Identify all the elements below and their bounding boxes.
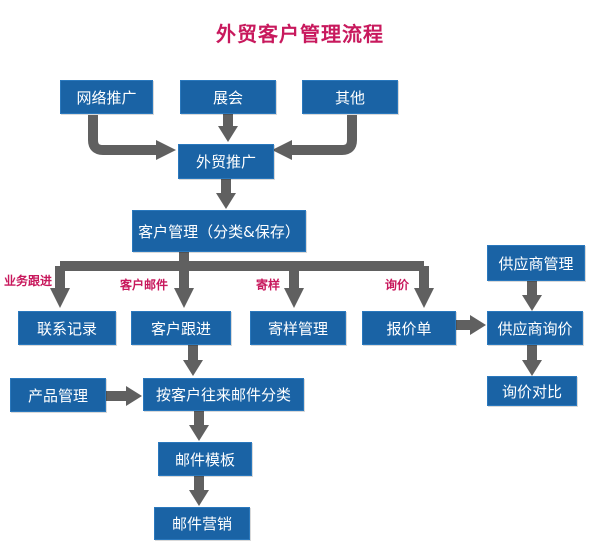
edge-label-sample: 寄样	[256, 278, 281, 292]
arrowhead	[174, 288, 194, 308]
node-product-mgmt: 产品管理	[10, 378, 106, 412]
arrowhead	[156, 140, 176, 160]
node-sample-mgmt: 寄样管理	[250, 311, 346, 345]
arrow-other-to-promo	[290, 115, 357, 155]
arrowhead	[189, 490, 209, 506]
arrowhead	[522, 360, 542, 376]
node-network-promo: 网络推广	[60, 80, 153, 114]
node-mail-classify: 按客户往来邮件分类	[143, 378, 304, 411]
arrowhead	[470, 315, 486, 335]
arrowhead	[272, 140, 292, 160]
page-title: 外贸客户管理流程	[216, 22, 384, 46]
arrowhead	[414, 288, 434, 308]
edge-label-biz-followup: 业务跟进	[4, 274, 53, 288]
arrowhead	[218, 126, 238, 142]
node-inquiry-compare: 询价对比	[487, 376, 577, 406]
arrowhead	[183, 360, 203, 376]
node-customer-followup: 客户跟进	[131, 311, 231, 345]
arrowhead	[522, 295, 542, 311]
node-quotation: 报价单	[362, 311, 456, 345]
node-trade-promo: 外贸推广	[178, 144, 274, 179]
arrowhead	[216, 193, 236, 209]
node-customer-mgmt: 客户管理（分类&保存）	[132, 210, 306, 252]
node-mail-marketing: 邮件营销	[154, 507, 250, 540]
edge-label-inquiry: 询价	[385, 278, 410, 292]
arrowhead	[126, 386, 142, 406]
node-contact-record: 联系记录	[18, 311, 116, 345]
node-supplier-inquiry: 供应商询价	[487, 311, 583, 345]
node-supplier-mgmt: 供应商管理	[487, 245, 585, 281]
node-exhibition: 展会	[180, 80, 276, 114]
arrowhead	[284, 288, 304, 308]
arrowhead	[50, 288, 70, 308]
arrow-network-to-promo	[88, 115, 158, 155]
node-other: 其他	[302, 80, 398, 114]
arrowhead	[189, 425, 209, 441]
edge-label-customer-mail: 客户邮件	[120, 278, 169, 292]
node-mail-template: 邮件模板	[158, 442, 252, 476]
